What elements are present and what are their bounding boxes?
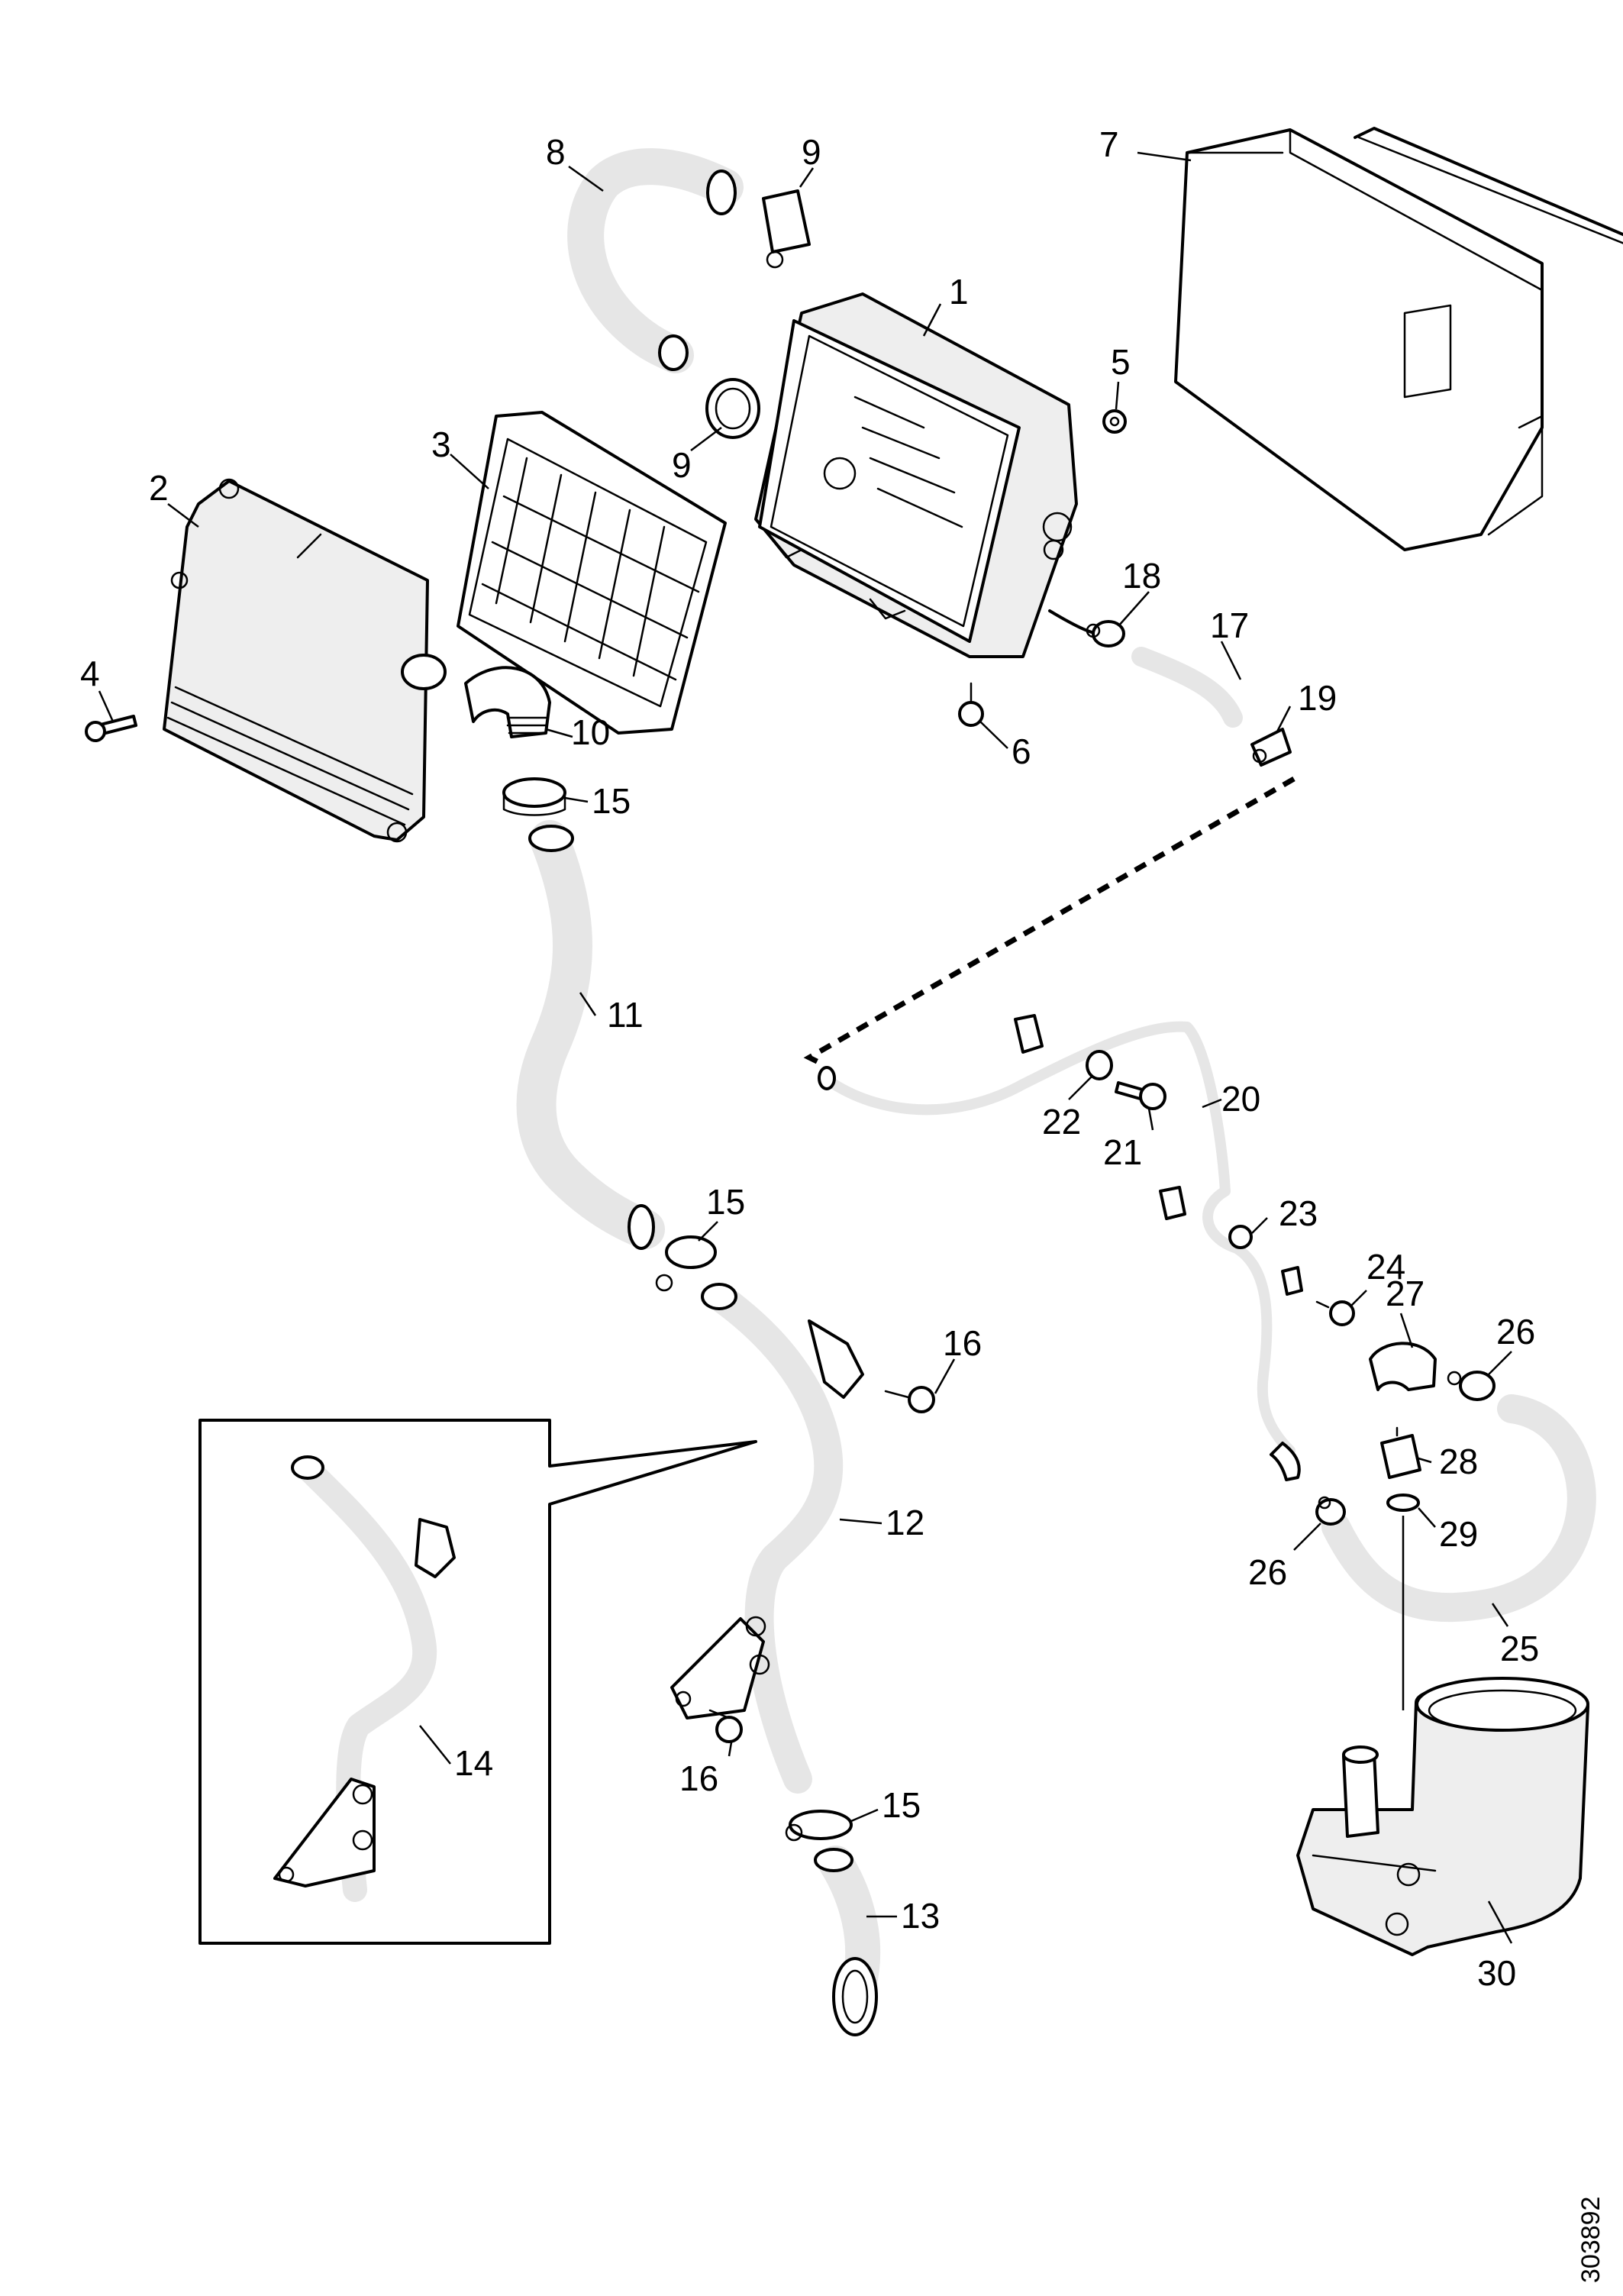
callout-13: 13 <box>901 1896 940 1936</box>
document-number: 303892 <box>1576 2197 1605 2283</box>
callout-6: 6 <box>1012 731 1031 771</box>
part-2-housing-cover <box>163 478 447 843</box>
callout-17: 17 <box>1210 605 1249 645</box>
callout-15-upper: 15 <box>592 781 631 821</box>
part-22-spacer <box>1086 1050 1113 1080</box>
part-24-bolt <box>1315 1300 1355 1326</box>
part-9-clamp-lower <box>705 378 760 439</box>
part-9-clamp-top <box>762 189 811 269</box>
callout-4: 4 <box>80 654 100 693</box>
part-14-pipe-variant <box>273 1455 456 1902</box>
callout-10: 10 <box>571 712 610 752</box>
callout-29: 29 <box>1439 1514 1478 1554</box>
part-13-hose <box>814 1846 881 2036</box>
part-6-bolt <box>958 682 984 727</box>
part-15-clamp-2 <box>655 1235 717 1292</box>
part-15-clamp-1 <box>502 777 566 816</box>
part-16-bolt-upper <box>884 1386 935 1413</box>
callout-12: 12 <box>886 1503 924 1542</box>
part-8-hose <box>567 148 744 373</box>
callout-18: 18 <box>1122 556 1161 596</box>
callout-21: 21 <box>1103 1132 1142 1172</box>
callout-5: 5 <box>1111 342 1131 382</box>
part-29-o-ring <box>1386 1494 1420 1512</box>
part-15-clamp-3 <box>785 1810 853 1842</box>
part-30-oil-tank <box>1296 1677 1589 1956</box>
part-23-bolt <box>1228 1225 1253 1249</box>
callout-15-lower: 15 <box>882 1785 921 1825</box>
part-19-clip <box>1250 728 1292 767</box>
callout-27: 27 <box>1386 1274 1425 1313</box>
callout-30: 30 <box>1477 1953 1516 1993</box>
callout-11: 11 <box>607 995 644 1035</box>
callout-15-middle: 15 <box>706 1182 745 1222</box>
callout-16-upper: 16 <box>943 1323 982 1363</box>
part-10-elbow <box>464 666 551 738</box>
part-16-bolt-lower <box>708 1709 743 1743</box>
part-5-nut <box>1102 409 1127 434</box>
part-20-pipe <box>818 1014 1303 1481</box>
part-4-bolt <box>85 715 137 742</box>
callout-19: 19 <box>1298 678 1337 718</box>
leader-lines <box>98 151 1513 1944</box>
callout-26-lower: 26 <box>1248 1552 1287 1592</box>
part-3-filter-element <box>457 411 727 735</box>
routing-line <box>803 776 1295 1068</box>
callout-9-top: 9 <box>802 132 821 172</box>
part-26-clamp-upper <box>1447 1371 1496 1401</box>
callout-16-lower: 16 <box>679 1758 718 1798</box>
part-25-hose <box>1321 1394 1596 1623</box>
callout-24: 24 <box>1366 1247 1405 1287</box>
part-26-clamp-lower <box>1315 1496 1346 1526</box>
hose-stub <box>1048 609 1093 634</box>
callout-22: 22 <box>1042 1102 1081 1142</box>
part-1-filter-housing <box>754 292 1078 658</box>
callout-2: 2 <box>149 468 169 508</box>
callout-28: 28 <box>1439 1442 1478 1481</box>
callout-3: 3 <box>431 425 451 464</box>
callout-7: 7 <box>1099 124 1119 164</box>
callout-14: 14 <box>454 1743 493 1783</box>
part-17-hose <box>1131 647 1243 728</box>
part-12-pipe <box>670 1283 864 1794</box>
callout-9-lower: 9 <box>672 445 692 485</box>
part-27-elbow <box>1369 1342 1437 1391</box>
part-11-hose <box>516 820 665 1250</box>
part-28-valve <box>1380 1426 1421 1479</box>
callout-20: 20 <box>1221 1079 1260 1119</box>
callout-1: 1 <box>949 272 969 312</box>
callout-8: 8 <box>546 132 566 172</box>
callout-26-upper: 26 <box>1496 1312 1535 1351</box>
part-7-cover <box>1174 127 1623 551</box>
part-21-bolt <box>1115 1081 1166 1110</box>
callout-23: 23 <box>1279 1193 1318 1233</box>
callout-25: 25 <box>1500 1629 1539 1668</box>
callouts: 1 2 3 4 5 6 7 8 9 9 10 11 12 13 14 15 15… <box>80 124 1539 1993</box>
